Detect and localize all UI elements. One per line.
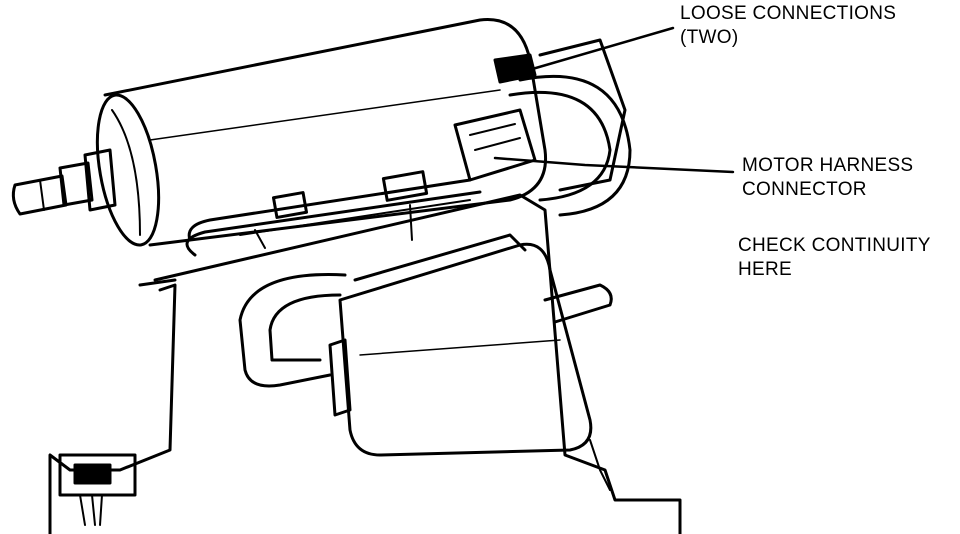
label-line: LOOSE CONNECTIONS — [680, 3, 897, 24]
label-line: CHECK CONTINUITY — [738, 235, 931, 256]
label-loose-connections: LOOSE CONNECTIONS (TWO) — [680, 2, 896, 50]
leader-line-loose-connections — [520, 26, 675, 74]
inlet-fitting — [11, 148, 117, 216]
label-motor-harness-connector: MOTOR HARNESS CONNECTOR — [742, 154, 913, 202]
harness-connector — [453, 38, 632, 217]
outlet-fitting — [543, 283, 613, 324]
label-line: MOTOR HARNESS — [742, 155, 914, 176]
main-cylinder — [95, 18, 548, 247]
label-check-continuity: CHECK CONTINUITY HERE — [738, 234, 931, 282]
mounting-bracket — [48, 193, 682, 534]
label-line: HERE — [738, 259, 792, 280]
wire-harness — [185, 170, 482, 257]
leader-line-motor-harness — [493, 156, 735, 174]
hose-elbow — [238, 273, 347, 388]
pump-motor — [328, 233, 593, 457]
label-line: (TWO) — [680, 27, 739, 48]
label-line: CONNECTOR — [742, 179, 867, 200]
